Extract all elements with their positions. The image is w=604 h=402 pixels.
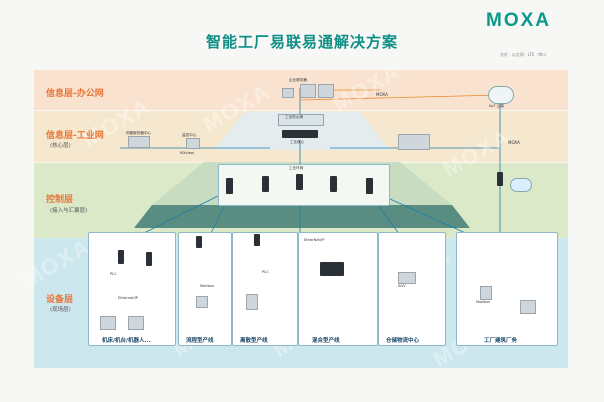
legend-ethernet: 以太网	[511, 52, 524, 57]
section-warehouse	[378, 232, 446, 346]
ring-switch	[226, 178, 233, 194]
device-layer-sub: (现场层)	[50, 307, 71, 313]
mxview-label: MXview	[180, 151, 194, 155]
machine-icon	[128, 316, 144, 330]
ring-switch	[296, 174, 303, 190]
iiot-cloud-label: IIoT 云端	[489, 104, 504, 108]
section-hybrid-line	[298, 232, 378, 346]
ring-switch	[330, 176, 337, 192]
office-server-label: 企业服务器	[289, 78, 307, 82]
device-tag: Modbus	[200, 284, 215, 288]
legend-serial: 串口	[538, 52, 547, 57]
robot-icon	[100, 316, 116, 330]
ring-panel	[218, 164, 390, 206]
ring-switch	[366, 178, 373, 194]
section-caption: 流程型产线	[186, 338, 214, 344]
cloud-icon	[510, 178, 532, 192]
meter-icon	[480, 286, 492, 300]
switch-icon	[118, 250, 124, 264]
plc-icon	[320, 262, 344, 276]
moxa-logo: MOXA	[486, 10, 551, 31]
switch-icon	[196, 236, 202, 248]
section-facility	[456, 232, 558, 346]
section-caption: 离散型产线	[240, 338, 268, 344]
legend-fiber: 光纤	[500, 52, 508, 57]
industrial-layer-label: 信息层-工业网	[46, 131, 104, 141]
moxa-tag: MOXA	[376, 92, 388, 97]
control-layer-sub: (接入与汇聚层)	[50, 208, 88, 214]
server-rack	[318, 84, 334, 98]
poster-title: 智能工厂易联易通解决方案	[205, 33, 398, 51]
device-tag: AGV	[398, 284, 406, 288]
core-label: 工业核心	[290, 140, 305, 144]
moxa-tag: MOXA	[508, 140, 520, 145]
ring-switch	[262, 176, 269, 192]
firewall-label: 工业防火墙	[285, 115, 303, 119]
server-rack	[398, 134, 430, 150]
agv-icon	[398, 272, 416, 284]
industrial-layer-sub: (核心层)	[50, 143, 71, 149]
device-layer-label: 设备层	[46, 295, 74, 305]
device-tag: PLC	[262, 270, 269, 274]
section-process-line	[178, 232, 232, 346]
workstation	[282, 88, 294, 98]
switch-icon	[254, 234, 260, 246]
ms-mgmt-label: 网管服务器中心	[126, 131, 152, 135]
control-layer-label: 控制层	[46, 195, 74, 205]
line-legend: 光纤 · 以太网 · LTE · 串口	[500, 52, 547, 57]
hvac-icon	[520, 300, 536, 314]
device-tag: EtherNet/IP	[304, 238, 325, 242]
section-caption: 工厂建筑厂务	[484, 338, 518, 344]
device-tag: Ethernet/IP	[118, 296, 138, 300]
monitor-label: 监控中心	[182, 133, 197, 137]
section-caption: 混合型产线	[312, 338, 340, 344]
switch-icon	[146, 252, 152, 266]
cloud-icon	[488, 86, 514, 104]
section-caption: 仓储物流中心	[386, 338, 420, 344]
office-layer-label: 信息层-办公网	[46, 89, 104, 99]
ring-label: 工业环网	[289, 166, 304, 170]
server-rack	[300, 84, 316, 98]
sensor-icon	[196, 296, 208, 308]
monitor-icon	[186, 138, 200, 149]
device-tag: Modbus	[476, 300, 491, 304]
legend-lte: LTE	[527, 52, 535, 57]
section-caption: 机床/机台/机器人...	[102, 338, 151, 344]
device-tag: PLC	[110, 272, 117, 276]
firewall-icon	[278, 114, 324, 126]
section-discrete-line	[232, 232, 298, 346]
server-rack	[128, 136, 150, 148]
drive-icon	[246, 294, 258, 310]
edge-switch	[497, 172, 503, 186]
core-switch	[282, 130, 318, 138]
